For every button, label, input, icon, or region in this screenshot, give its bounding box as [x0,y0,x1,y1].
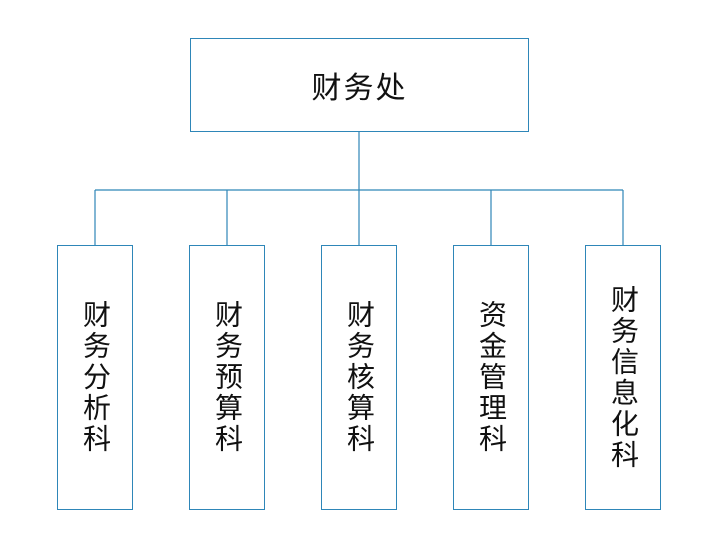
department-node-4: 资金管理科 [453,245,529,510]
department-node-1: 财务分析科 [57,245,133,510]
department-node-3: 财务核算科 [321,245,397,510]
department-node-label: 财务核算科 [343,300,376,455]
department-node-2: 财务预算科 [189,245,265,510]
department-node-label: 财务分析科 [79,300,112,455]
department-node-label: 财务预算科 [211,300,244,455]
department-node-label: 财务信息化科 [607,284,640,471]
department-node-label: 资金管理科 [475,300,508,455]
department-node-5: 财务信息化科 [585,245,661,510]
root-node-label: 财务处 [311,71,408,106]
root-node: 财务处 [190,38,529,132]
